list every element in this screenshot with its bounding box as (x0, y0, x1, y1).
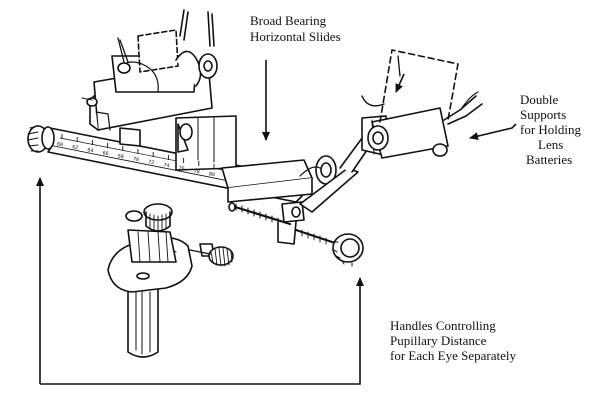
lens-battery-holder (367, 49, 483, 159)
slide-carriage (119, 115, 237, 171)
supports-label-line-4: Lens (538, 137, 564, 152)
slides-label-line-1: Broad Bearing (250, 13, 327, 28)
slides-label-line-2: Horizontal Slides (250, 29, 341, 44)
scale-mark-label: 70 (132, 156, 139, 163)
supports-label-line-2: Supports (520, 107, 567, 122)
supports-arrow-lower (469, 123, 517, 141)
scale-mark-label: 76 (178, 165, 185, 172)
scale-mark-label: 80 (208, 171, 215, 178)
scale-mark-label: 60 (56, 141, 63, 148)
scale-mark-label: 78 (193, 168, 200, 175)
supports-label-line-5: Batteries (526, 152, 573, 167)
scale-mark-label: 72 (148, 159, 155, 166)
scale-mark-label: 66 (102, 150, 109, 157)
handles-label-line-2: Pupillary Distance (390, 333, 487, 348)
slides-label: Broad Bearing Horizontal Slides (250, 13, 341, 45)
supports-arrow-upper (395, 73, 405, 93)
scale-mark-label: 74 (163, 162, 170, 169)
scale-mark-label: 64 (87, 147, 94, 154)
scale-mark-label: 62 (72, 144, 79, 151)
mounting-post (127, 289, 159, 358)
handles-label-line-3: for Each Eye Separately (390, 348, 516, 363)
adjustment-screw (228, 202, 339, 245)
right-support-arm (299, 95, 389, 213)
right-bearing-block (221, 155, 337, 245)
upper-lens-holder (81, 9, 218, 131)
supports-label-line-1: Double (520, 92, 559, 107)
left-handle-knob (27, 125, 55, 153)
right-handle-knob (332, 233, 364, 267)
supports-label-line-3: for Holding (520, 122, 582, 137)
side-knob-lower (189, 246, 234, 267)
handles-label: Handles Controlling Pupillary Distance f… (390, 318, 516, 363)
handles-connector-arrow (40, 277, 364, 385)
clamp-base (107, 229, 193, 293)
handles-label-line-1: Handles Controlling (390, 318, 496, 333)
pupillary-scale: 60 62 64 66 68 70 72 74 76 78 80 (56, 134, 215, 178)
scale-mark-label: 68 (117, 153, 124, 160)
supports-label: Double Supports for Holding Lens Batteri… (520, 92, 581, 167)
